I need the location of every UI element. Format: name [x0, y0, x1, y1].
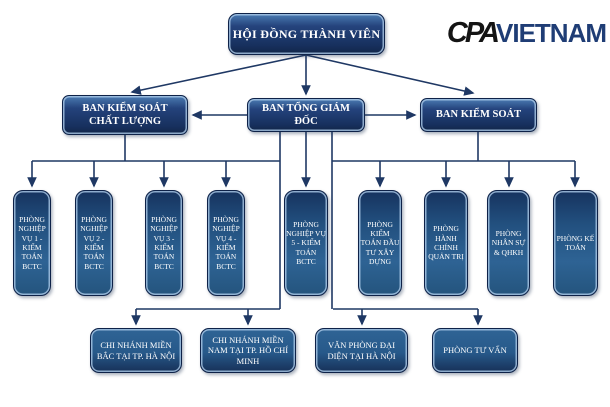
node-audit-dept-3: PHÒNG NGHIỆP VỤ 3 - KIỂM TOÁN BCTC: [145, 190, 183, 296]
node-label: PHÒNG HÀNH CHÍNH QUẢN TRỊ: [428, 224, 464, 262]
node-label: BAN KIỂM SOÁT: [435, 109, 522, 121]
node-audit-dept-2: PHÒNG NGHIỆP VỤ 2 - KIỂM TOÁN BCTC: [75, 190, 113, 296]
logo-cpa-text: CPA: [446, 16, 500, 49]
connectors-branches-bus: [131, 308, 483, 326]
node-consulting-dept: PHÒNG TƯ VẤN: [432, 328, 518, 373]
node-audit-dept-5: PHÒNG NGHIỆP VỤ 5 - KIỂM TOÁN BCTC: [284, 190, 328, 296]
connectors-right-bus: [332, 132, 580, 188]
node-south-branch: CHI NHÁNH MIỀN NAM TẠI TP. HỒ CHÍ MINH: [200, 328, 296, 373]
node-accounting-dept: PHÒNG KẾ TOÁN: [553, 190, 598, 296]
node-label: PHÒNG NGHIỆP VỤ 2 - KIỂM TOÁN BCTC: [80, 214, 108, 271]
node-control-board: BAN KIỂM SOÁT: [420, 98, 537, 132]
node-audit-dept-4: PHÒNG NGHIỆP VỤ 4 - KIỂM TOÁN BCTC: [207, 190, 245, 296]
connectors-root-to-level2: [130, 54, 475, 96]
node-hanoi-rep-office: VĂN PHÒNG ĐẠI DIỆN TẠI HÀ NỘI: [315, 328, 408, 373]
node-label: PHÒNG NGHIỆP VỤ 1 - KIỂM TOÁN BCTC: [18, 214, 46, 271]
node-label: PHÒNG NGHIỆP VỤ 3 - KIỂM TOÁN BCTC: [150, 214, 178, 271]
node-audit-dept-1: PHÒNG NGHIỆP VỤ 1 - KIỂM TOÁN BCTC: [13, 190, 51, 296]
connectors-left-bus: [27, 135, 280, 188]
logo-vietnam-text: VIETNAM: [496, 17, 607, 48]
node-label: PHÒNG KIỂM TOÁN ĐẦU TƯ XÂY DỰNG: [360, 219, 400, 267]
node-label: PHÒNG NHÂN SỰ & QHKH: [491, 228, 526, 257]
node-label: PHÒNG TƯ VẤN: [443, 345, 507, 356]
node-label: BAN TỔNG GIÁM ĐỐC: [262, 102, 350, 127]
node-label: HỘI ĐỒNG THÀNH VIÊN: [232, 26, 381, 41]
node-quality-control-board: BAN KIỂM SOÁT CHẤT LƯỢNG: [62, 95, 188, 135]
node-label: CHI NHÁNH MIỀN BẮC TẠI TP. HÀ NỘI: [96, 339, 176, 361]
node-label: PHÒNG NGHIỆP VỤ 4 - KIỂM TOÁN BCTC: [212, 214, 240, 271]
node-north-branch: CHI NHÁNH MIỀN BẮC TẠI TP. HÀ NỘI: [90, 328, 182, 373]
node-admin-dept: PHÒNG HÀNH CHÍNH QUẢN TRỊ: [424, 190, 468, 296]
node-label: VĂN PHÒNG ĐẠI DIỆN TẠI HÀ NỘI: [327, 339, 396, 361]
node-hr-dept: PHÒNG NHÂN SỰ & QHKH: [487, 190, 530, 296]
node-label: CHI NHÁNH MIỀN NAM TẠI TP. HỒ CHÍ MINH: [207, 334, 289, 366]
node-label: PHÒNG NGHIỆP VỤ 5 - KIỂM TOÁN BCTC: [286, 219, 326, 267]
node-construction-audit-dept: PHÒNG KIỂM TOÁN ĐẦU TƯ XÂY DỰNG: [358, 190, 402, 296]
node-general-director-board: BAN TỔNG GIÁM ĐỐC: [247, 98, 365, 132]
node-board-of-members: HỘI ĐỒNG THÀNH VIÊN: [228, 13, 385, 55]
node-label: BAN KIỂM SOÁT CHẤT LƯỢNG: [82, 102, 168, 127]
node-label: PHÒNG KẾ TOÁN: [556, 233, 595, 252]
